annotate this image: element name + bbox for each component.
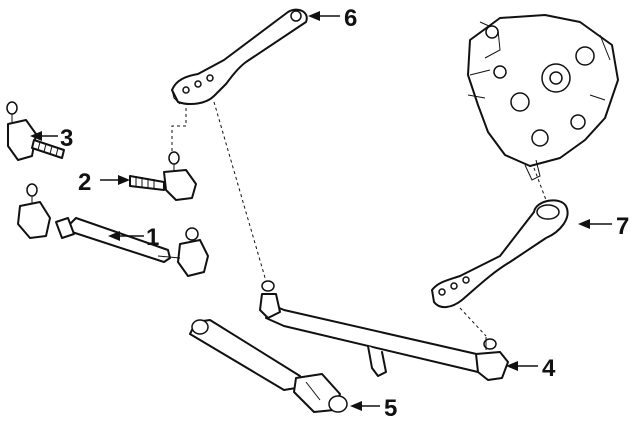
callout-4-label: 4	[542, 355, 556, 382]
steering-damper	[189, 319, 348, 413]
callout-5-label: 5	[384, 395, 397, 422]
assembly-guide-lines	[171, 101, 547, 337]
callout-3-label: 3	[60, 125, 73, 152]
inner-tie-rod-end	[129, 151, 197, 201]
pitman-arm	[431, 199, 569, 308]
callout-6-label: 6	[344, 5, 357, 32]
outer-tie-rod-end	[6, 101, 65, 161]
idler-arm	[171, 8, 308, 105]
callout-leaders	[30, 11, 612, 411]
steering-gear-box	[467, 14, 619, 181]
callout-1-label: 1	[146, 224, 159, 251]
center-link	[259, 280, 509, 381]
callout-7-label: 7	[616, 213, 629, 240]
callout-2-label: 2	[78, 169, 91, 196]
